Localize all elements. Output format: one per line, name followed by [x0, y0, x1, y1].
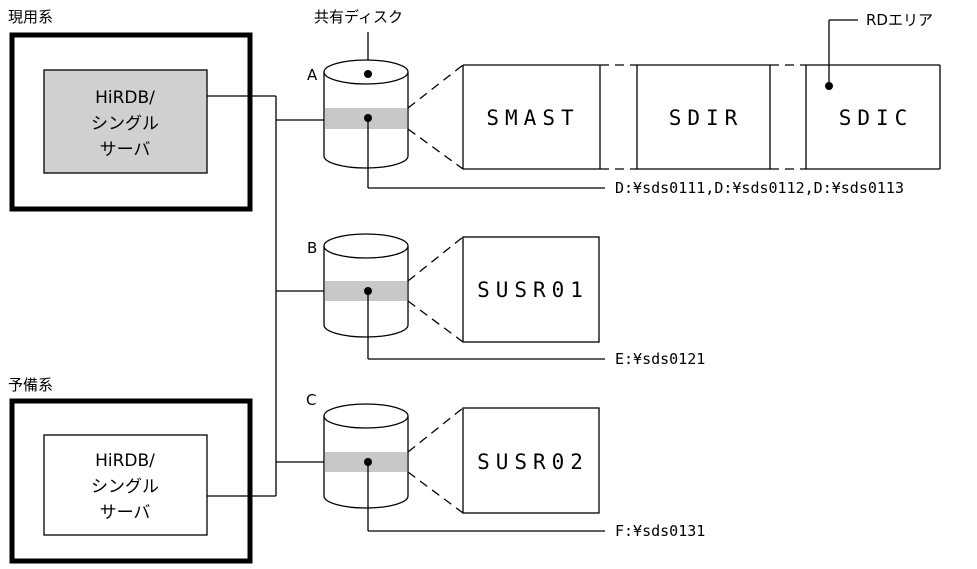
standby-server-line-3: サーバ [100, 503, 151, 523]
standby-server-line-2: シングル [91, 477, 159, 497]
active-system-label: 現用系 [8, 8, 53, 26]
rd-area-susr02: SUSR02 [477, 450, 589, 474]
disk-c-zoom-line-bottom [407, 471, 464, 514]
disk-c-zoom-line-top [407, 407, 464, 453]
rd-area-box-susr02 [462, 407, 600, 514]
disk-a-letter: A [307, 66, 318, 84]
active-system-frame [9, 32, 253, 212]
disk-b [323, 233, 409, 338]
active-server-box [43, 69, 208, 174]
rd-area-sdic: SDIC [839, 106, 914, 130]
disk-a-path: D:¥sds0111,D:¥sds0112,D:¥sds0113 [615, 179, 904, 197]
disk-a [323, 59, 409, 169]
path-leader-lines [367, 118, 605, 532]
rd-area-box-susr01 [462, 236, 600, 343]
active-server-line-3: サーバ [100, 140, 151, 160]
rd-area-callout [825, 19, 858, 90]
disk-b-path: E:¥sds0121 [615, 350, 705, 368]
disk-a-zoom-line-top [407, 64, 464, 109]
rd-area-callout-label: RDエリア [866, 11, 933, 29]
disk-a-rd-area-boxes [462, 64, 941, 170]
standby-system-frame [9, 398, 253, 564]
disk-b-letter: B [307, 239, 317, 257]
disk-a-zoom-line-bottom [407, 128, 464, 170]
active-server-line-2: シングル [91, 114, 159, 134]
disk-c-letter: C [306, 391, 316, 409]
disk-c [323, 403, 409, 509]
shared-disk-label: 共有ディスク [314, 8, 403, 26]
active-server-line-1: HiRDB/ [95, 88, 155, 108]
rd-area-susr01: SUSR01 [477, 278, 589, 302]
standby-server-box [43, 434, 208, 536]
rd-area-smast: SMAST [486, 106, 579, 130]
disk-b-zoom-line-top [407, 236, 464, 282]
connection-lines [207, 95, 324, 497]
rd-area-sdir: SDIR [669, 106, 744, 130]
standby-system-label: 予備系 [8, 376, 53, 394]
disk-c-path: F:¥sds0131 [615, 522, 705, 540]
disk-b-zoom-line-bottom [407, 300, 464, 343]
standby-server-line-1: HiRDB/ [95, 451, 155, 471]
